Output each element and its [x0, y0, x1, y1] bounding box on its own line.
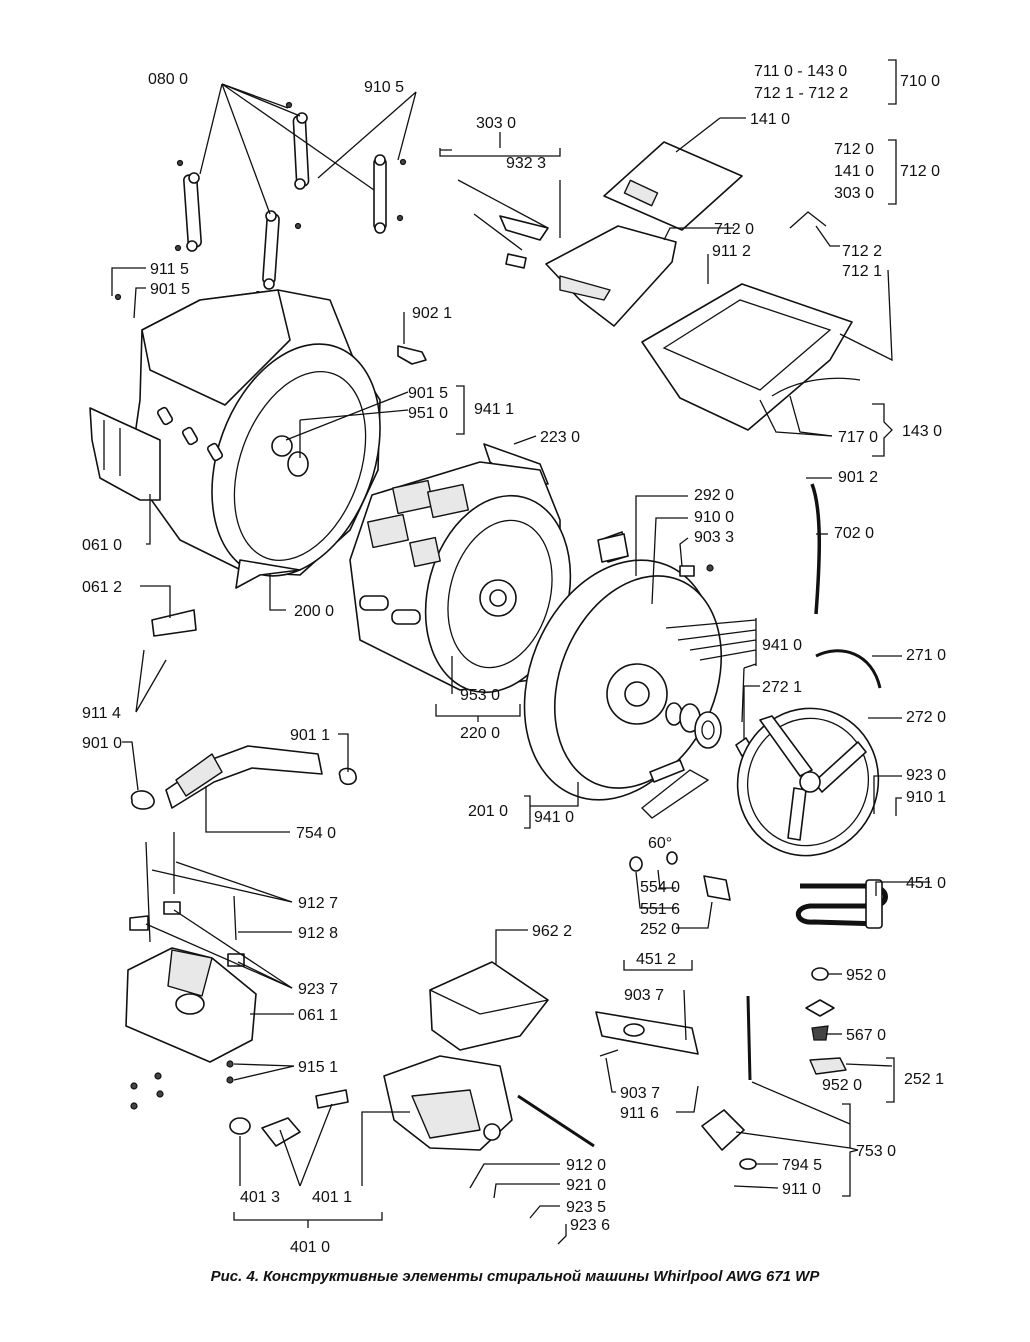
- label-451-0: 451 0: [906, 875, 946, 892]
- leader-lines: [111, 59, 930, 1245]
- label-911-2: 911 2: [712, 243, 751, 260]
- label-702-0: 702 0: [834, 525, 874, 542]
- bearings: [665, 702, 753, 757]
- label-901-2: 901 2: [838, 469, 878, 486]
- clip-902-1: [397, 345, 427, 365]
- label-901-5: 901 5: [150, 281, 190, 298]
- label-951-0: 951 0: [408, 405, 448, 422]
- hose-702-0: [810, 483, 821, 615]
- label-712-0-c: 712 0: [714, 221, 754, 238]
- label-061-1: 061 1: [298, 1007, 338, 1024]
- label-901-5-b: 901 5: [408, 385, 448, 402]
- label-901-0: 901 0: [82, 735, 122, 752]
- filter-box: [429, 961, 549, 1051]
- label-712-2: 712 2: [842, 243, 882, 260]
- label-141-0-b: 141 0: [834, 163, 874, 180]
- drive-belt: [815, 649, 882, 689]
- label-080-0: 080 0: [148, 71, 188, 88]
- label-911-6: 911 6: [620, 1105, 659, 1122]
- label-903-7: 903 7: [624, 987, 664, 1004]
- label-921-0: 921 0: [566, 1177, 606, 1194]
- label-953-0: 953 0: [460, 687, 500, 704]
- label-923-5: 923 5: [566, 1199, 606, 1216]
- motor: [383, 1055, 595, 1151]
- label-223-0: 223 0: [540, 429, 580, 446]
- outer-tub: [129, 289, 381, 589]
- label-551-6: 551 6: [640, 901, 680, 918]
- detergent-drawer: [89, 407, 161, 501]
- label-932-3: 932 3: [506, 155, 546, 172]
- label-912-8: 912 8: [298, 925, 338, 942]
- label-912-0: 912 0: [566, 1157, 606, 1174]
- label-061-2: 061 2: [82, 579, 122, 596]
- label-451-2: 451 2: [636, 951, 676, 968]
- label-712-1: 712 1 - 712 2: [754, 85, 848, 102]
- label-911-4: 911 4: [82, 705, 121, 722]
- label-303-0: 303 0: [476, 115, 516, 132]
- small-parts: [595, 759, 847, 1170]
- label-143-0: 143 0: [902, 423, 942, 440]
- label-911-0: 911 0: [782, 1181, 821, 1198]
- drum-pulley: [736, 707, 880, 857]
- label-567-0: 567 0: [846, 1027, 886, 1044]
- drum: [349, 461, 572, 694]
- shock-absorbers: [114, 101, 407, 301]
- label-941-0-b: 941 0: [534, 809, 574, 826]
- detergent-box-assembly: [440, 141, 861, 431]
- heater: [796, 879, 888, 929]
- label-712-1-b: 712 1: [842, 263, 882, 280]
- label-794-5: 794 5: [782, 1157, 822, 1174]
- label-902-1: 902 1: [412, 305, 452, 322]
- label-303-0-b: 303 0: [834, 185, 874, 202]
- label-272-0: 272 0: [906, 709, 946, 726]
- label-923-6: 923 6: [570, 1217, 610, 1234]
- label-252-0: 252 0: [640, 921, 680, 938]
- label-915-1: 915 1: [298, 1059, 338, 1076]
- label-220-0: 220 0: [460, 725, 500, 742]
- label-903-7-b: 903 7: [620, 1085, 660, 1102]
- label-201-0: 201 0: [468, 803, 508, 820]
- label-911-5: 911 5: [150, 261, 189, 278]
- label-941-0: 941 0: [762, 637, 802, 654]
- label-712-0-a: 712 0: [834, 141, 874, 158]
- label-910-5: 910 5: [364, 79, 404, 96]
- part-labels: 080 0 910 5 303 0 932 3 711 0 - 143 0 71…: [82, 63, 946, 1256]
- label-141-0: 141 0: [750, 111, 790, 128]
- hardware: [125, 533, 714, 1147]
- label-901-1: 901 1: [290, 727, 330, 744]
- label-910-1: 910 1: [906, 789, 946, 806]
- label-711-0: 711 0 - 143 0: [754, 63, 847, 80]
- label-923-7: 923 7: [298, 981, 338, 998]
- label-952-0-b: 952 0: [822, 1077, 862, 1094]
- label-910-0: 910 0: [694, 509, 734, 526]
- rear-tub-half: [523, 531, 723, 801]
- label-60-deg: 60°: [648, 835, 672, 852]
- label-200-0: 200 0: [294, 603, 334, 620]
- label-554-0: 554 0: [640, 879, 680, 896]
- label-401-3: 401 3: [240, 1189, 280, 1206]
- label-912-7: 912 7: [298, 895, 338, 912]
- label-710-0: 710 0: [900, 73, 940, 90]
- label-903-3: 903 3: [694, 529, 734, 546]
- label-754-0: 754 0: [296, 825, 336, 842]
- label-061-0: 061 0: [82, 537, 122, 554]
- label-712-0-group: 712 0: [900, 163, 940, 180]
- label-923-0: 923 0: [906, 767, 946, 784]
- label-401-0: 401 0: [290, 1239, 330, 1256]
- label-292-0: 292 0: [694, 487, 734, 504]
- label-753-0: 753 0: [856, 1143, 896, 1160]
- label-952-0: 952 0: [846, 967, 886, 984]
- label-717-0: 717 0: [838, 429, 878, 446]
- label-272-1: 272 1: [762, 679, 802, 696]
- label-941-1: 941 1: [474, 401, 514, 418]
- label-271-0: 271 0: [906, 647, 946, 664]
- label-252-1: 252 1: [904, 1071, 944, 1088]
- figure-caption: Рис. 4. Конструктивные элементы стиральн…: [210, 1268, 820, 1285]
- label-401-1: 401 1: [312, 1189, 352, 1206]
- label-962-2: 962 2: [532, 923, 572, 940]
